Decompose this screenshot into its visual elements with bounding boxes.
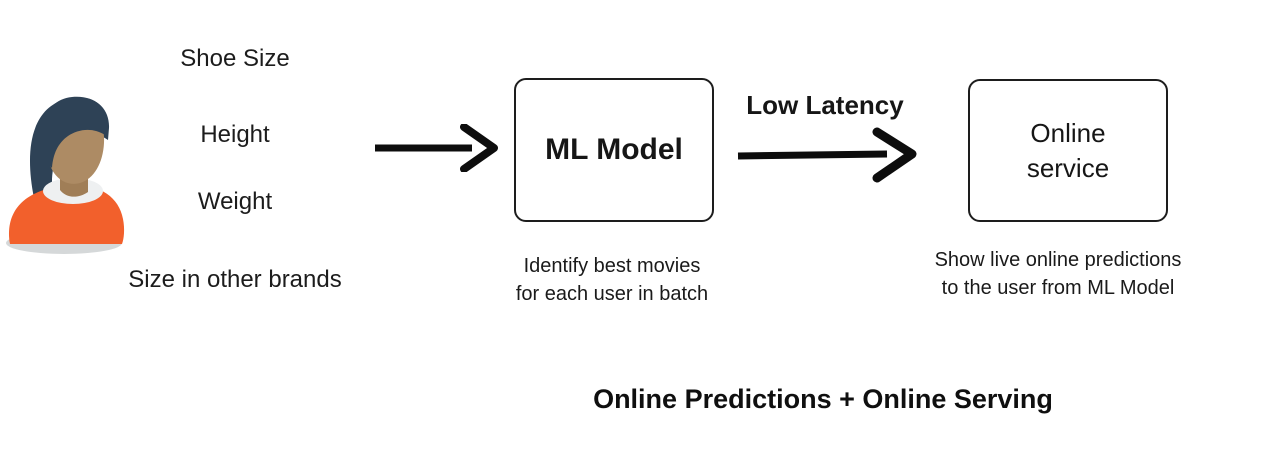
diagram-title: Online Predictions + Online Serving (593, 384, 1053, 414)
input-label-shoe-size: Shoe Size (180, 45, 290, 72)
input-label-weight: Weight (197, 188, 273, 215)
ml-model-box: ML Model (514, 78, 714, 222)
online-service-box: Online service (968, 79, 1168, 222)
online-service-caption: Show live online predictions to the user… (934, 249, 1182, 299)
online-service-box-label: Online service (1026, 117, 1110, 183)
arrow-head (872, 127, 917, 183)
user-avatar-icon (6, 96, 125, 254)
arrow-shaft (737, 150, 888, 160)
arrow-head (460, 124, 498, 172)
low-latency-label: Low Latency (746, 90, 904, 120)
ml-model-caption: Identify best movies for each user in ba… (515, 255, 709, 305)
arrow-right-icon (375, 124, 498, 172)
input-label-height: Height (200, 121, 270, 148)
input-label-size-other-brands: Size in other brands (128, 266, 342, 293)
ml-model-box-label: ML Model (545, 133, 683, 166)
avatar-hair-front (42, 96, 107, 168)
low-latency-arrow-icon (737, 127, 917, 183)
avatar-shirt (9, 185, 125, 244)
